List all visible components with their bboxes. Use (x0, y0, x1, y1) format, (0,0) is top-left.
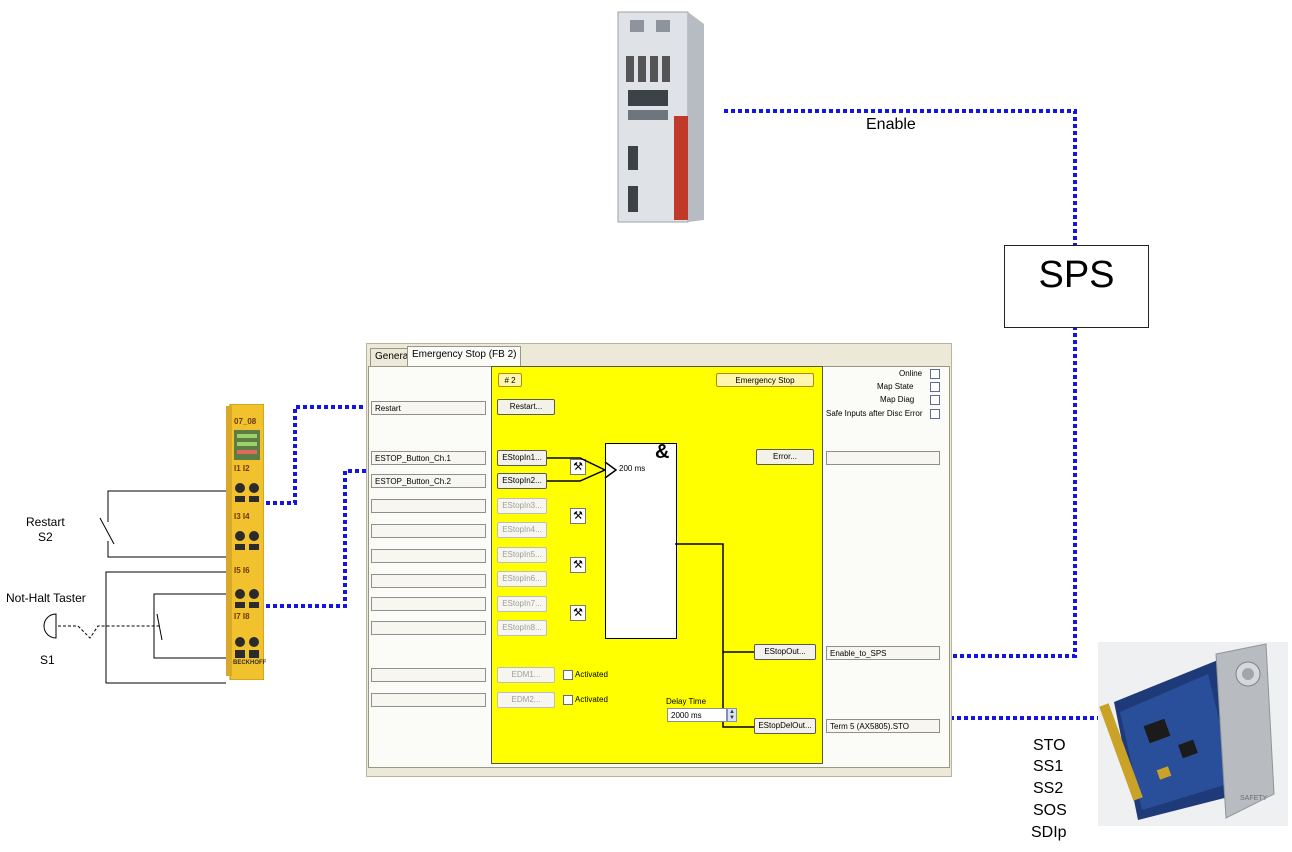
estop-del-out-button[interactable]: EStopDelOut... (754, 718, 816, 734)
error-button[interactable]: Error... (756, 449, 814, 465)
function-label: SS2 (1033, 780, 1063, 798)
delay-time-input[interactable]: 2000 ms (667, 708, 727, 722)
card-safety-text: SAFETY (1240, 795, 1268, 802)
delay-spinner[interactable]: ▲▼ (727, 708, 737, 722)
error-output-field[interactable] (826, 451, 940, 465)
function-label: SOS (1033, 802, 1067, 820)
function-label: STO (1033, 737, 1066, 755)
estop-out-field[interactable]: Enable_to_SPS (826, 646, 940, 660)
function-label: SS1 (1033, 758, 1063, 776)
estop-out-button[interactable]: EStopOut... (754, 644, 816, 660)
delay-time-label: Delay Time (666, 697, 706, 706)
safety-card-icon: SAFETY (1098, 642, 1288, 826)
estop-del-out-field[interactable]: Term 5 (AX5805).STO (826, 719, 940, 733)
function-label: SDIp (1031, 824, 1067, 842)
